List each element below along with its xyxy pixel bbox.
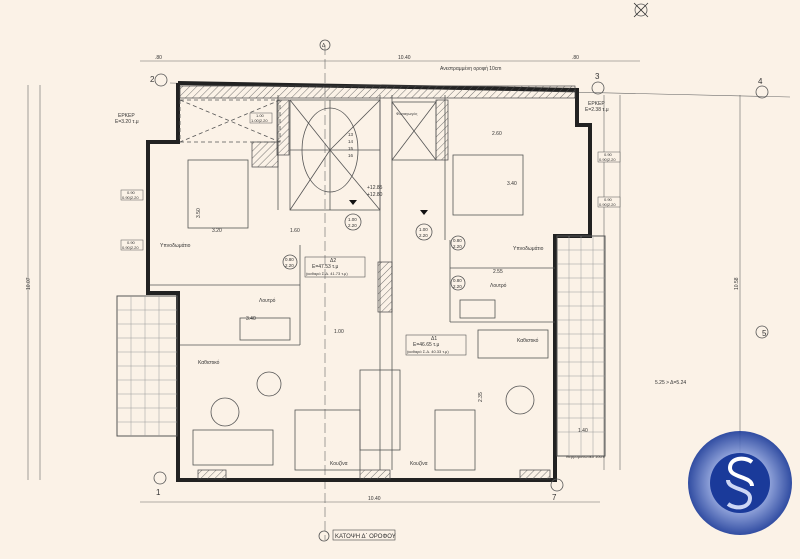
balconies <box>116 235 606 457</box>
room-bedroom-left: Υπνοδωμάτιο <box>160 242 191 249</box>
grid-label-4: 4 <box>758 77 763 86</box>
stair-step-16: 16 <box>348 153 354 158</box>
dim-bed-right-w: 3.40 <box>507 181 517 187</box>
grid-label-3: 3 <box>595 72 600 81</box>
stair-step-14: 14 <box>348 139 354 144</box>
room-kitchen-left: Κουζίνα <box>330 461 348 467</box>
north-arrow-icon <box>633 2 649 18</box>
apt-d2-net: (καθαρό Σ.Δ. 41.73 τ.μ) <box>306 271 348 276</box>
door-tag-3-w: 0.80 <box>453 238 462 243</box>
dim-hall: 1.00 <box>334 329 344 335</box>
section-marker-top: Δ <box>319 39 331 51</box>
dim-bath-left: 3.40 <box>246 316 256 322</box>
dim-left-offset: .80 <box>155 55 162 61</box>
dimension-lines <box>27 45 791 540</box>
dim-bottom: 10.40 <box>368 496 381 502</box>
furniture <box>187 154 549 471</box>
room-kitchen-right: Κουζίνα <box>410 461 428 467</box>
apt-d1-area: E=46.65 τ.μ <box>413 342 440 348</box>
grid-label-1: 1 <box>156 488 161 497</box>
dim-left-height: 10.07 <box>26 277 32 290</box>
window-tag-1-h: 1.00|2.20 <box>251 118 268 123</box>
staircase <box>289 99 381 211</box>
door-tag-5-w: 0.80 <box>285 257 294 262</box>
dim-living-right: 2.35 <box>478 392 484 402</box>
window-tag-5-h: 0.90|2.20 <box>599 202 616 207</box>
grid-label-5: 5 <box>762 329 767 338</box>
window-tag-2-h: 0.90|2.20 <box>122 195 139 200</box>
window-tag-3-w: 0.90 <box>127 240 136 245</box>
dim-corridor: 1.60 <box>290 228 300 234</box>
level-top: +12.85 <box>367 185 383 191</box>
door-tag-1-h: 2.20 <box>348 223 357 228</box>
lightwell-label: Φωταγωγός <box>396 111 417 116</box>
dim-top: 10.40 <box>398 55 411 61</box>
dim-offset-note: 5.25 > Δ=5.24 <box>655 380 686 386</box>
window-tag-3-h: 0.90|2.20 <box>122 245 139 250</box>
room-bath-right: Λουτρό <box>490 282 507 289</box>
window-tag-2-w: 0.90 <box>127 190 136 195</box>
door-tag-2-w: 1.00 <box>419 227 428 232</box>
door-tag-2-h: 2.20 <box>419 233 428 238</box>
door-tag-1-w: 1.00 <box>348 217 357 222</box>
dim-balcony: 1.40 <box>578 428 588 434</box>
window-tag-4-h: 0.90|2.20 <box>599 157 616 162</box>
dim-right-offset: .80 <box>572 55 579 61</box>
bay-left-area: E=3.20 τ.μ <box>115 119 139 125</box>
door-tag-4-w: 0.80 <box>453 278 462 283</box>
grid-label-7: 7 <box>552 493 557 502</box>
dim-bed-right-top: 2.60 <box>492 131 502 137</box>
level-bottom: +12.80 <box>367 192 383 198</box>
apt-d2-name: Δ2 <box>330 258 336 264</box>
room-bath-left: Λουτρό <box>259 297 276 304</box>
door-tag-4-h: 2.20 <box>453 284 462 289</box>
grid-label-2: 2 <box>150 75 155 84</box>
section-marker-label: Δ <box>322 43 326 49</box>
door-tag-5-h: 2.20 <box>285 263 294 268</box>
company-logo <box>688 431 792 535</box>
ceiling-note: Ανεστραμμένη οροφή 10cm <box>440 65 501 72</box>
exterior-walls <box>146 81 592 482</box>
insulation-note: Θερμομονωτικό 10cm <box>566 454 606 459</box>
room-living-right: Καθιστικό <box>517 337 539 344</box>
bay-left-label: ΕΡΚΕΡ <box>118 113 135 119</box>
room-bedroom-right: Υπνοδωμάτιο <box>513 245 544 252</box>
window-tag-1-w: 1.00 <box>256 113 265 118</box>
lightwell <box>391 101 437 161</box>
stair-step-15: 15 <box>348 146 354 151</box>
plan-title: ΚΑΤΟΨΗ Δ΄ ΟΡΟΦΟΥ <box>335 534 396 540</box>
dim-bed-left-w: 3.20 <box>212 228 222 234</box>
bay-void <box>179 99 281 143</box>
dim-right-height: 10.58 <box>734 277 740 290</box>
grid-markers <box>153 73 769 492</box>
apt-d2-area: E=47.53 τ.μ <box>312 264 339 270</box>
window-tag-5-w: 0.90 <box>604 197 613 202</box>
stair-step-13: 13 <box>348 132 354 137</box>
bay-right-label: ΕΡΚΕΡ <box>588 101 605 107</box>
room-living-left: Καθιστικό <box>198 359 220 366</box>
apt-d1-net: (καθαρό Σ.Δ. 40.33 τ.μ) <box>407 349 449 354</box>
window-tag-4-w: 0.90 <box>604 152 613 157</box>
apt-d1-name: Δ1 <box>431 336 437 342</box>
door-tag-3-h: 2.20 <box>453 244 462 249</box>
dim-bath-right: 2.55 <box>493 269 503 275</box>
dim-bed-left-h: 3.50 <box>196 208 202 218</box>
plan-title-tag: ΚΑΤΟΨΗ Δ΄ ΟΡΟΦΟΥ <box>318 529 396 542</box>
stair-step-numbers: 13 14 15 16 <box>348 132 354 158</box>
bay-right-area: E=2.38 τ.μ <box>585 107 609 113</box>
